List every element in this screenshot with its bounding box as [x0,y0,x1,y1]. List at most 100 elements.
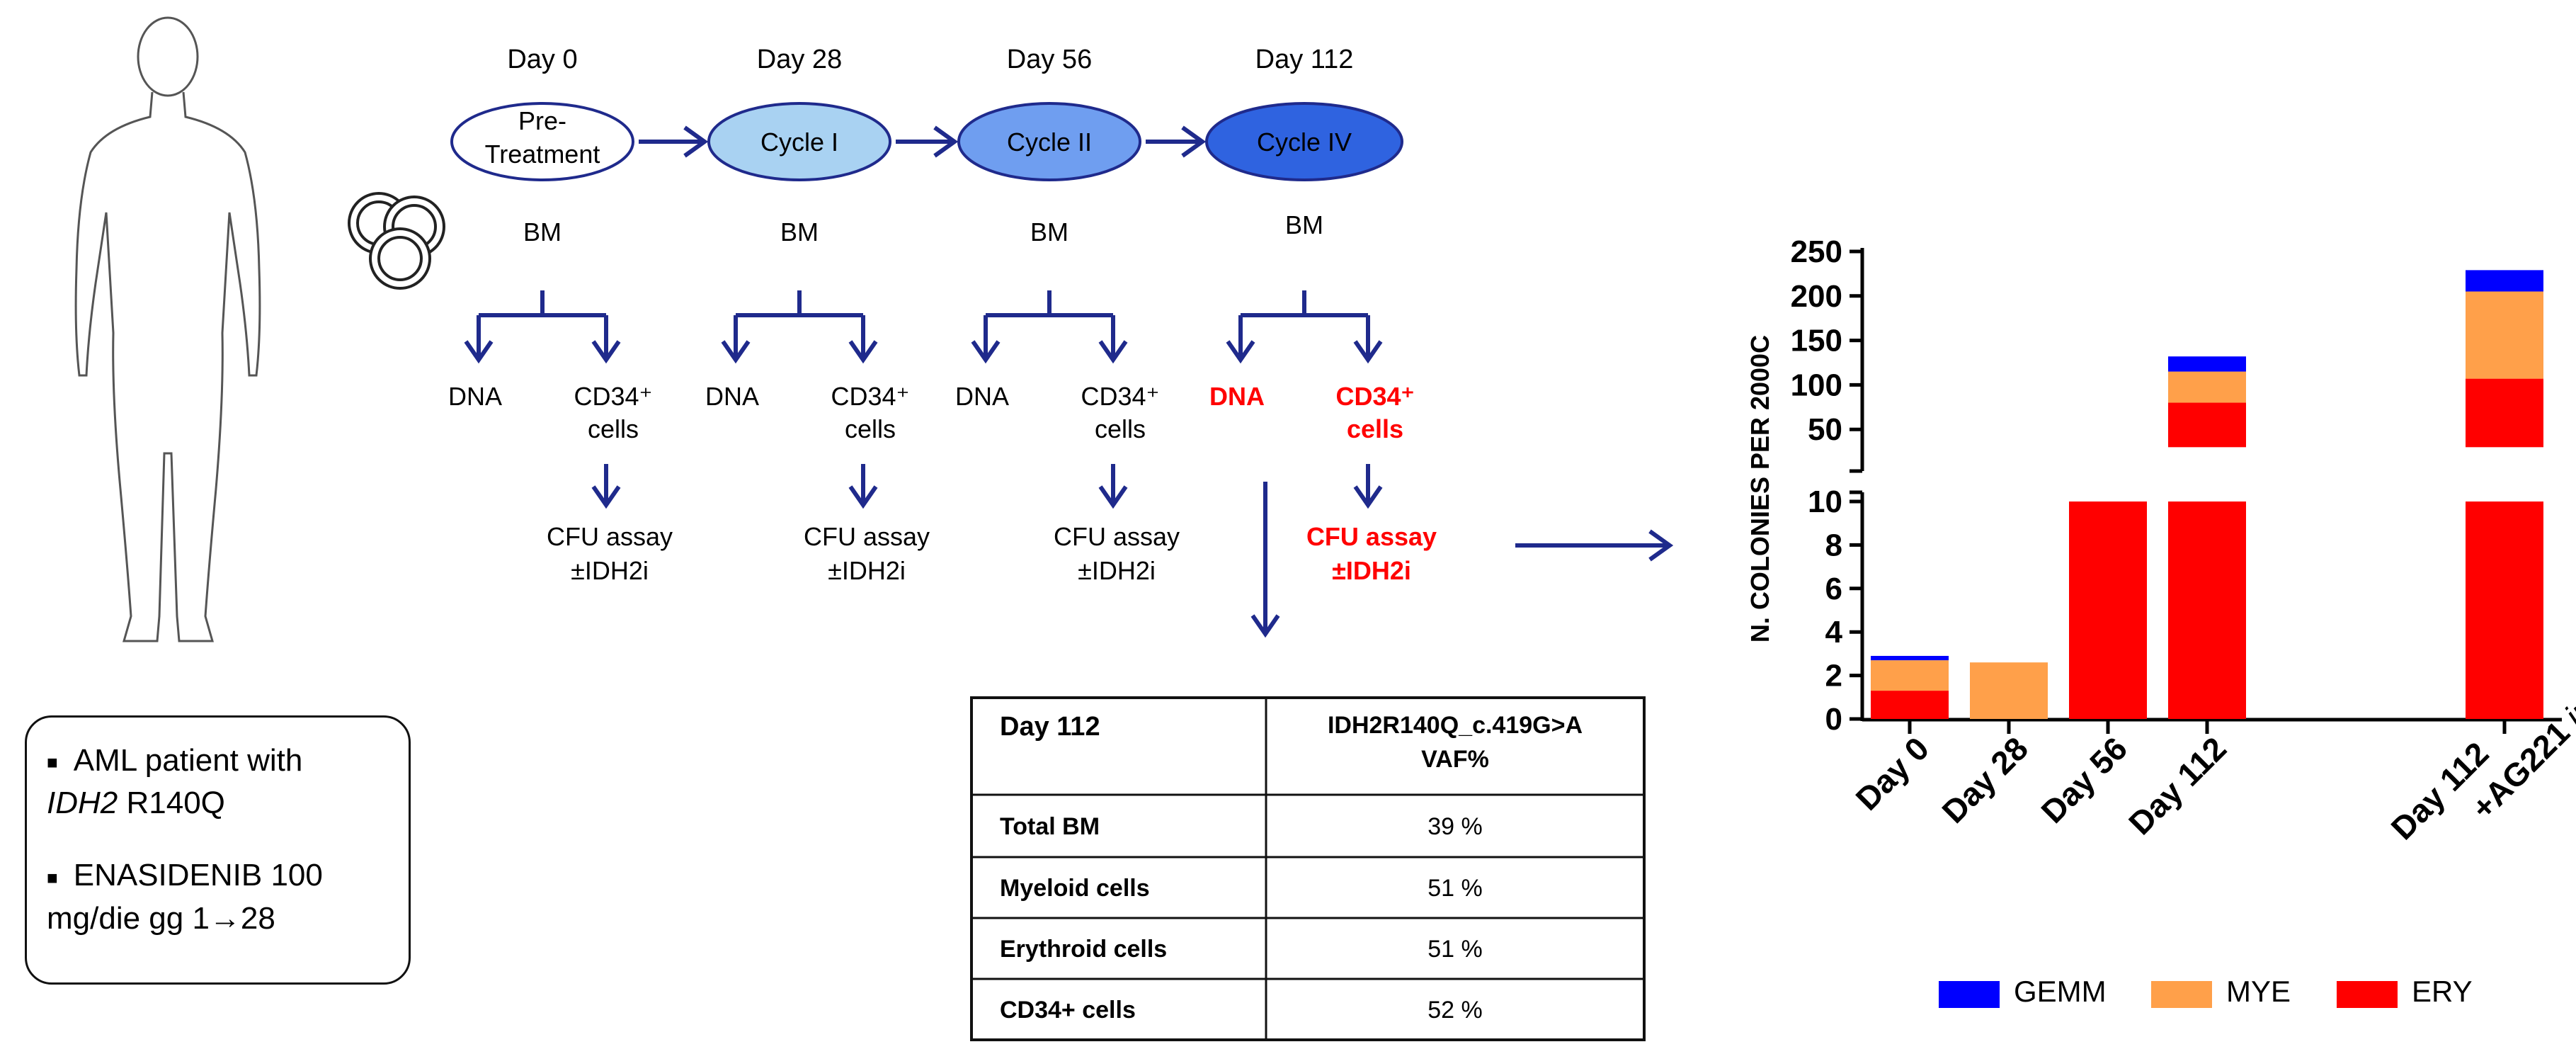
y-tick-label: 100 [1791,368,1842,402]
y-tick-label: 4 [1825,615,1843,650]
bar-segment-mye [1970,662,2048,719]
stage-label: Pre- [518,106,566,135]
cfu-assay-label: ±IDH2i [571,556,649,585]
stage-day-label: Day 28 [757,45,842,74]
table-border [970,696,1646,1041]
bm-label: BM [1285,210,1323,239]
table-header-vaf: VAF% [1421,746,1489,773]
dna-label: DNA [955,382,1009,411]
bm-label: BM [523,217,562,246]
cfu-assay-label: CFU assay [1306,522,1437,551]
y-tick-label: 8 [1825,528,1842,562]
legend-label-gemm: GEMM [2014,975,2107,1008]
legend-swatch-mye [2151,981,2212,1008]
cfu-assay-label: ±IDH2i [828,556,906,585]
table-header-mutation: IDH2R140Q_c.419G>A [1328,712,1583,739]
cd34-label: CD34⁺ [1335,382,1414,411]
x-tick-label-group: Day 56 [2034,730,2134,830]
legend-swatch-ery [2337,981,2398,1008]
assay-arrow-head [591,485,621,509]
x-tick-label-group: Day 0 [1849,730,1937,817]
cfu-to-chart-head [1648,529,1674,562]
stage-arrow-head [933,125,959,158]
branch-right-head [1098,340,1128,364]
patient-line-2: ■ENASIDENIB 100 [47,858,323,893]
patient-mutation: IDH2 R140Q [47,786,225,821]
bar-segment-gemm [2466,270,2543,292]
cd34-label: cells [1347,414,1403,443]
bar-segment-ery [2168,402,2246,448]
assay-arrow-head [1353,485,1383,509]
patient-info-box: ■AML patient with IDH2 R140Q ■ENASIDENIB… [25,715,411,985]
stage-label: Cycle IV [1257,128,1352,157]
branch-left-head [464,340,494,364]
y-tick-label: 2 [1825,659,1842,693]
patient-silhouette-icon [74,16,261,642]
table-row-label: CD34+ cells [1000,997,1136,1024]
y-tick-label: 50 [1808,412,1842,447]
cfu-assay-label: ±IDH2i [1078,556,1156,585]
bar-segment-ery [2466,378,2543,448]
stage-ellipse [707,102,891,181]
stage-arrow-head [1181,125,1207,158]
stage-ellipse [450,102,634,181]
branch-left-head [721,340,751,364]
y-axis-title: N. COLONIES PER 2000C [1745,335,1774,642]
cd34-label: CD34⁺ [831,382,909,411]
stage-label: Treatment [485,140,600,169]
dna-label: DNA [1209,382,1265,411]
patient-line-1: ■AML patient with [47,743,303,778]
cd34-label: CD34⁺ [574,382,652,411]
cd34-label: cells [1095,414,1146,443]
table-header-day: Day 112 [1000,712,1100,742]
table-row-label: Myeloid cells [1000,875,1150,902]
stage-day-label: Day 112 [1255,45,1354,74]
x-tick-label-group: Day 112 [2121,730,2233,842]
table-row-value: 51 % [1427,936,1483,963]
cfu-assay-label: CFU assay [1054,522,1180,551]
x-tick-label: Day 28 [1934,730,2035,830]
cd34-label: CD34⁺ [1081,382,1159,411]
bm-label: BM [780,217,819,246]
table-row-value: 52 % [1427,997,1483,1024]
stage-label: Cycle I [760,128,838,157]
branch-right-head [1353,340,1383,364]
table-row-label: Erythroid cells [1000,936,1167,963]
legend-label-mye: MYE [2226,975,2291,1008]
x-tick-label: Day 112 [2121,730,2233,842]
branch-right-head [848,340,878,364]
x-tick-label-group: Day 28 [1934,730,2035,830]
y-tick-label: 250 [1791,234,1842,269]
table-row-value: 51 % [1427,875,1483,902]
dna-to-table-head [1250,614,1280,638]
patient-drug: ENASIDENIB 100 [73,858,323,893]
cd34-label: cells [588,414,639,443]
bar-segment-ery [2466,502,2543,719]
legend-swatch-gemm [1939,981,2000,1008]
bar-segment-ery [2069,502,2147,719]
bar-segment-gemm [2168,356,2246,372]
bar-segment-mye [2466,291,2543,379]
x-tick-label: Day 0 [1849,730,1937,817]
branch-right-head [591,340,621,364]
bar-segment-ery [1871,691,1949,719]
y-tick-label: 10 [1808,484,1842,519]
cfu-assay-label: ±IDH2i [1332,556,1411,585]
assay-arrow-head [1098,485,1128,509]
patient-dose: mg/die gg 1→28 [47,900,275,936]
cfu-assay-label: CFU assay [804,522,930,551]
table-row-value: 39 % [1427,813,1483,840]
x-tick-label: Day 56 [2034,730,2134,830]
bar-segment-mye [2168,371,2246,403]
cfu-assay-label: CFU assay [547,522,673,551]
bm-label: BM [1030,217,1068,246]
branch-left-head [971,340,1001,364]
stage-day-label: Day 0 [507,45,577,74]
stage-ellipse [1205,102,1403,181]
y-tick-label: 200 [1791,279,1842,314]
patient-diagnosis: AML patient with [73,743,303,778]
stage-label: Cycle II [1007,128,1092,157]
